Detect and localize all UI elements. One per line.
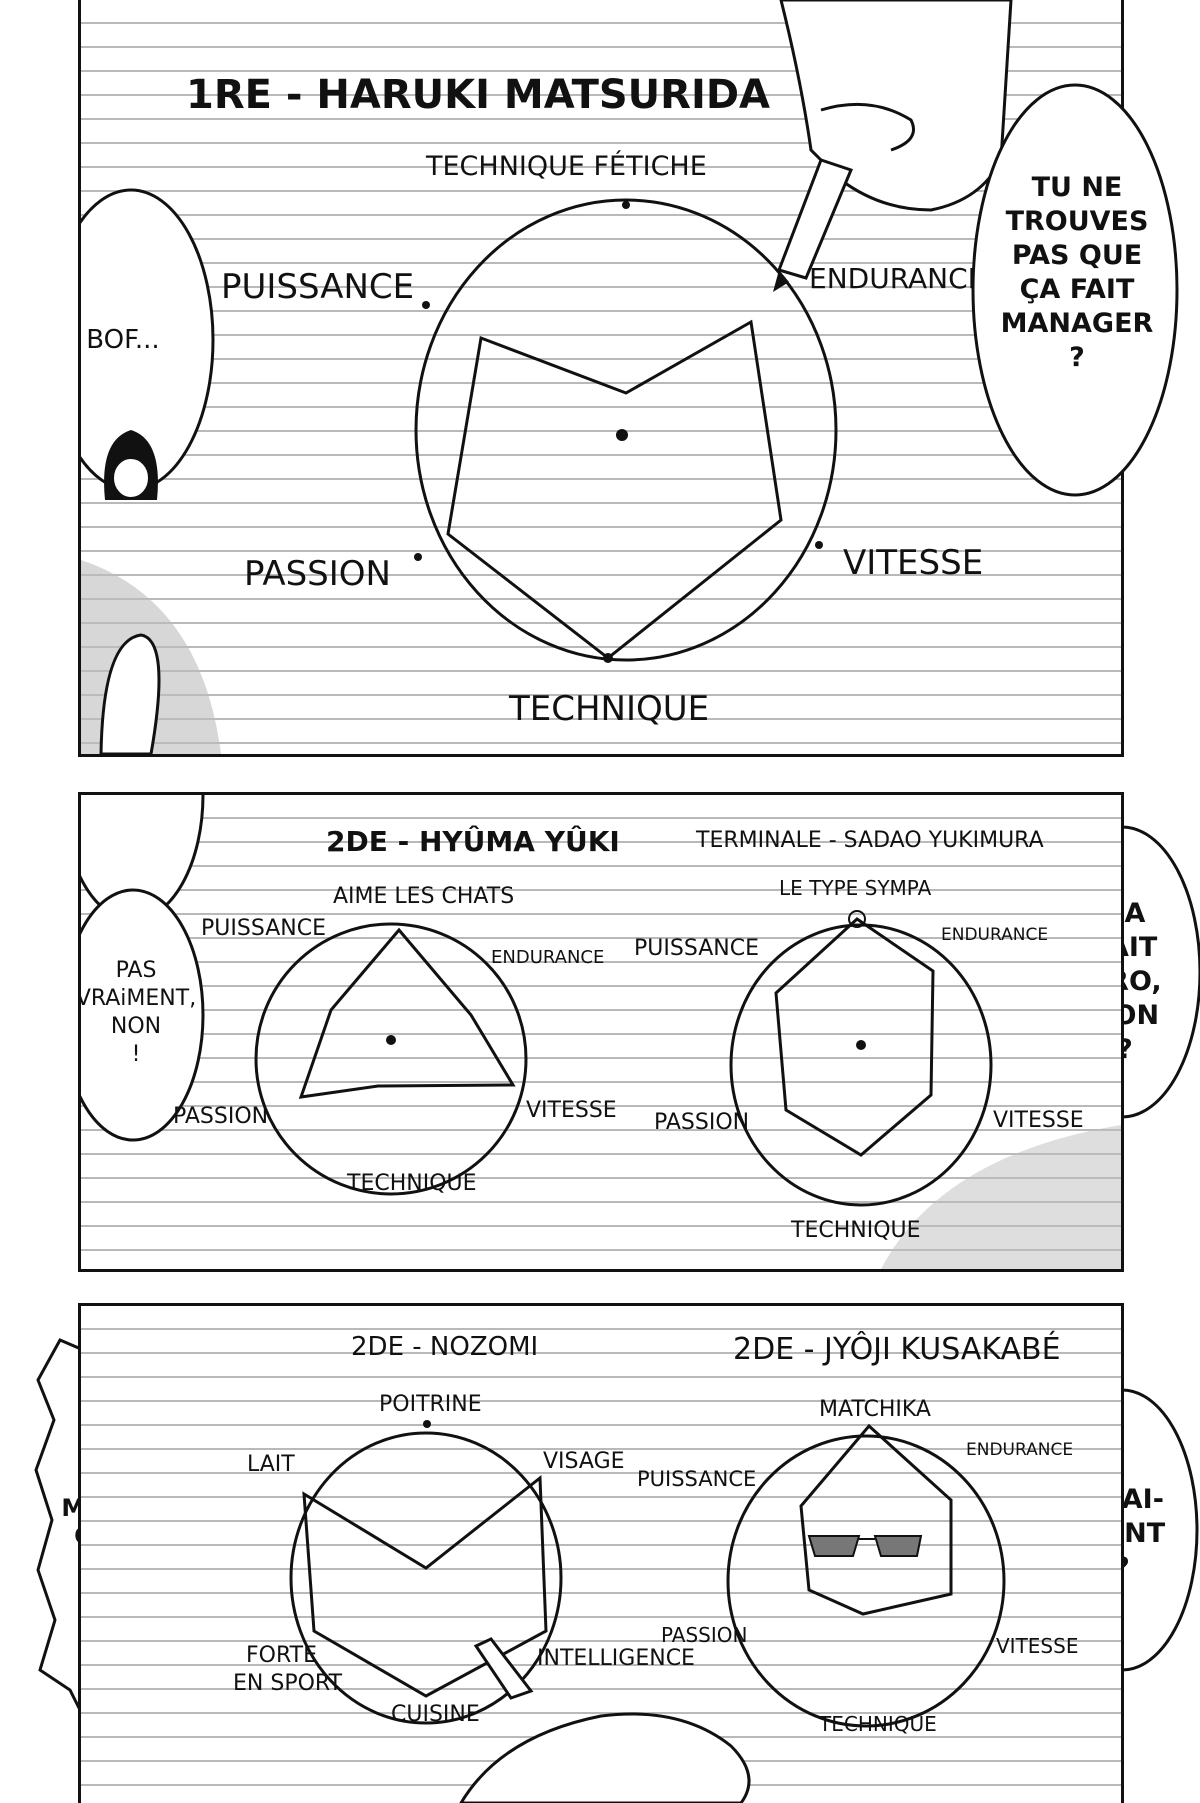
chart-title: 1RE - HARUKI MATSURIDA: [186, 72, 770, 118]
axis-label-sadao-puissance: PUISSANCE: [634, 936, 759, 961]
bubble-left-2-line-1: PAS: [116, 958, 157, 983]
radar-center: [616, 429, 628, 441]
bubble-left-2-line-2: VRAiMENT,: [81, 986, 196, 1011]
radar-circle-nozomi: [289, 1431, 563, 1725]
radar-circle: [414, 198, 838, 662]
axis-label-jyoji-endurance: ENDURANCE: [966, 1440, 1073, 1460]
finger-illustration: [99, 633, 161, 754]
axis-label-nozomi-visage: VISAGE: [543, 1449, 625, 1474]
hand-pen-illustration: [459, 1712, 751, 1803]
axis-label-puissance: PUISSANCE: [221, 267, 414, 307]
axis-label-sadao-endurance: ENDURANCE: [941, 925, 1048, 945]
radar-circle-hyuma: [254, 922, 528, 1196]
character-chibi: [104, 430, 158, 500]
axis-label-hyuma-endurance: ENDURANCE: [491, 947, 604, 968]
radar-shape-jyoji: [799, 1423, 953, 1616]
top-axis-label-sadao: LE TYPE SYMPA: [779, 876, 932, 900]
pen-illustration: [777, 158, 854, 280]
axis-label-nozomi-lait: LAIT: [247, 1452, 295, 1477]
top-axis-label: TECHNIQUE FÉTICHE: [425, 150, 707, 182]
top-axis-label-hyuma: AIME LES CHATS: [333, 884, 514, 909]
radar-shape: [446, 319, 783, 660]
bubble-left-2-line-3: NON: [111, 1014, 161, 1039]
panel-hyuma-sadao-art: PAS VRAiMENT, NON ! 2DE - HYÛMA YÛKI AIM…: [81, 795, 1121, 1269]
axis-label-jyoji-puissance: PUISSANCE: [637, 1467, 756, 1491]
bubble-left-text: BOF...: [86, 325, 159, 355]
axis-label-nozomi-intelligence: INTELLIGENCE: [537, 1646, 695, 1671]
chart-title-nozomi: 2DE - NOZOMI: [351, 1332, 538, 1362]
radar-shape-hyuma: [298, 927, 516, 1099]
panel-hyuma-sadao: PAS VRAiMENT, NON ! 2DE - HYÛMA YÛKI AIM…: [78, 792, 1124, 1272]
axis-label-hyuma-passion: PASSION: [173, 1104, 268, 1129]
chart-title-sadao: TERMINALE - SADAO YUKIMURA: [695, 828, 1044, 853]
axis-label-technique: TECHNIQUE: [508, 689, 709, 729]
axis-label-endurance: ENDURANCE: [809, 262, 985, 295]
axis-label-jyoji-vitesse: VITESSE: [996, 1634, 1078, 1658]
radar-shape-nozomi: [302, 1474, 548, 1698]
axis-label-sadao-technique: TECHNIQUE: [790, 1218, 921, 1243]
axis-label-nozomi-en-sport: EN SPORT: [233, 1671, 343, 1696]
sunglasses-doodle: [807, 1535, 923, 1557]
radar-circle-sadao: [729, 923, 993, 1207]
axis-label-hyuma-technique: TECHNIQUE: [346, 1171, 477, 1196]
axis-label-passion: PASSION: [244, 554, 391, 594]
top-axis-label-jyoji: MATCHIKA: [819, 1397, 931, 1422]
axis-label-vitesse: VITESSE: [843, 543, 983, 583]
radar-circle-jyoji: [726, 1434, 1006, 1728]
bubble-left-2-line-4: !: [132, 1042, 141, 1067]
axis-label-hyuma-vitesse: VITESSE: [526, 1098, 617, 1123]
radar-shape-sadao: [774, 917, 935, 1157]
axis-label-jyoji-technique: TECHNIQUE: [818, 1712, 937, 1736]
axis-label-nozomi-forte: FORTE: [246, 1643, 317, 1668]
chart-title-hyuma: 2DE - HYÛMA YÛKI: [326, 824, 620, 858]
panel-haruki-art: 1RE - HARUKI MATSURIDA TECHNIQUE FÉTICHE…: [81, 0, 1013, 754]
panel-nozomi-jyoji-art: 2DE - NOZOMI POITRINE LAIT VISAGE FORTE …: [233, 1330, 1078, 1803]
axis-label-hyuma-puissance: PUISSANCE: [201, 916, 326, 941]
axis-label-nozomi-cuisine: CUISINE: [391, 1702, 480, 1727]
axis-label-sadao-vitesse: VITESSE: [993, 1108, 1084, 1133]
axis-label-jyoji-passion: PASSION: [661, 1623, 747, 1647]
axis-label-sadao-passion: PASSION: [654, 1110, 749, 1135]
panel-haruki: 1RE - HARUKI MATSURIDA TECHNIQUE FÉTICHE…: [78, 0, 1124, 757]
panel-nozomi-jyoji: 2DE - NOZOMI POITRINE LAIT VISAGE FORTE …: [78, 1303, 1124, 1803]
chart-title-jyoji: 2DE - JYÔJI KUSAKABÉ: [733, 1330, 1061, 1367]
axis-label-nozomi-poitrine: POITRINE: [379, 1392, 482, 1417]
